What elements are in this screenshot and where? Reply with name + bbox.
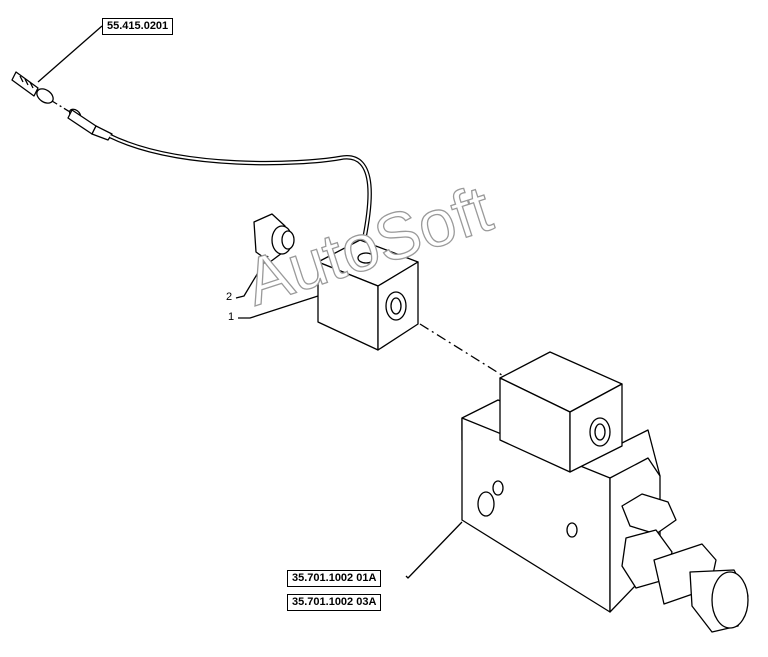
callout-number-2: 2 <box>226 291 233 303</box>
plug-item-2 <box>253 213 295 263</box>
plug-connector <box>11 71 71 113</box>
leader-lines <box>37 25 463 579</box>
valve-assembly <box>461 351 749 633</box>
callout-number-1: 1 <box>228 311 235 323</box>
reference-label-03a[interactable]: 35.701.1002 03A <box>287 594 382 611</box>
sensor-block-item-1 <box>317 239 419 351</box>
reference-label-01a[interactable]: 35.701.1002 01A <box>287 570 382 587</box>
reference-label-top[interactable]: 55.415.0201 <box>102 18 174 35</box>
